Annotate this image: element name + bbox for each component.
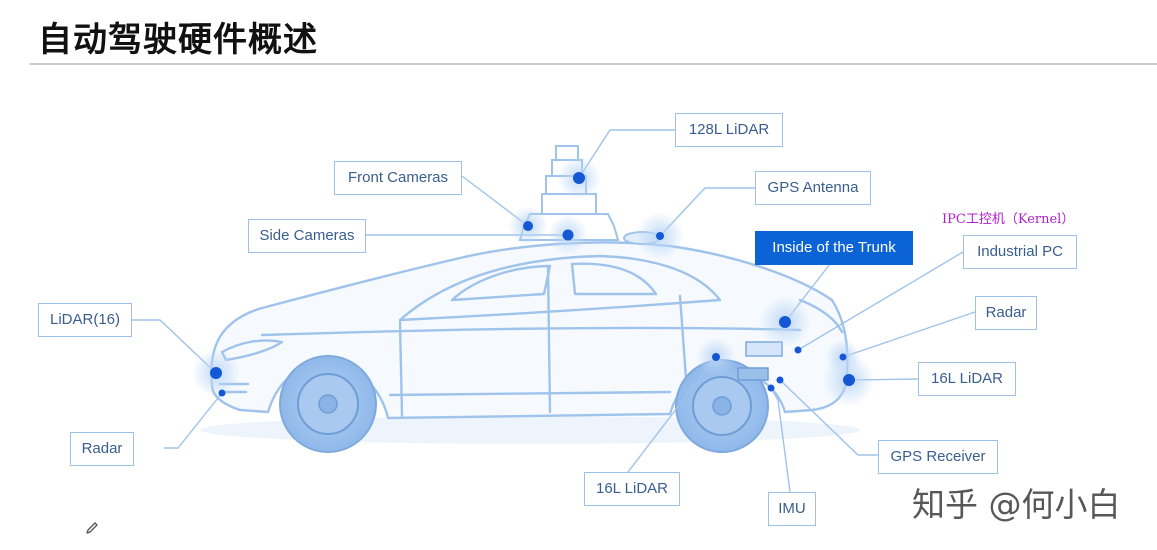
label-gps-receiver: GPS Receiver — [878, 440, 998, 474]
sensor-dot-128l-lidar — [573, 172, 585, 184]
label-inside-trunk: Inside of the Trunk — [755, 231, 913, 265]
label-imu: IMU — [768, 492, 816, 526]
sensor-dot-rear-radar — [839, 353, 847, 361]
industrial-pc-box — [745, 341, 783, 357]
sensor-dot-gps-receiver — [776, 376, 784, 384]
watermark: 知乎 @何小白 — [912, 485, 1121, 524]
front-wheel — [279, 355, 377, 453]
sensor-dot-gps-antenna — [656, 232, 664, 240]
sensor-dot-industrial-pc — [794, 346, 802, 354]
sensor-dot-front-cameras — [523, 221, 533, 231]
label-front-radar: Radar — [70, 432, 134, 466]
label-industrial-pc: Industrial PC — [963, 235, 1077, 269]
label-front-cameras: Front Cameras — [334, 161, 462, 195]
sensor-dot-imu — [767, 384, 775, 392]
gps-receiver-box — [737, 367, 769, 381]
title-divider — [30, 63, 1157, 65]
label-rear-lidar: 16L LiDAR — [918, 362, 1016, 396]
sensor-dot-side-cameras — [562, 229, 574, 241]
label-128l-lidar: 128L LiDAR — [675, 113, 783, 147]
annotation-ipc: IPC工控机（Kernel） — [942, 212, 1075, 227]
sensor-dot-front-lidar — [210, 367, 222, 379]
rear-wheel — [675, 359, 769, 453]
label-front-lidar: LiDAR(16) — [38, 303, 132, 337]
sensor-markers — [192, 156, 875, 406]
label-rear-radar: Radar — [975, 296, 1037, 330]
label-side-cameras: Side Cameras — [248, 219, 366, 253]
page-title: 自动驾驶硬件概述 — [38, 20, 318, 60]
sensor-dot-bottom-lidar — [712, 353, 720, 361]
label-gps-antenna: GPS Antenna — [755, 171, 871, 205]
sensor-dot-front-radar — [218, 389, 226, 397]
label-bottom-lidar: 16L LiDAR — [584, 472, 680, 506]
sensor-dot-trunk — [779, 316, 791, 328]
pencil-icon — [86, 522, 98, 534]
sensor-dot-rear-lidar — [843, 374, 855, 386]
